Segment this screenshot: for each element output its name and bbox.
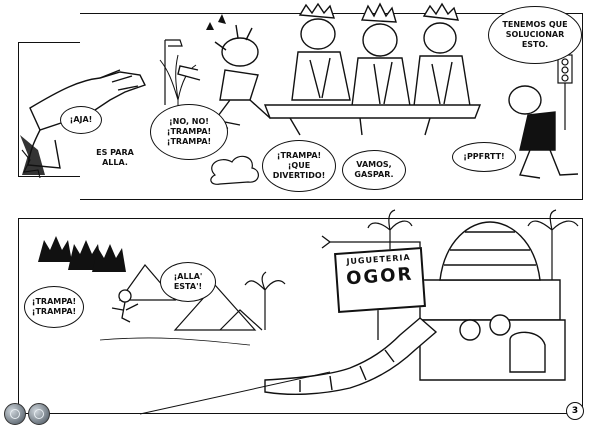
boy-character <box>508 85 579 179</box>
page-number: 3 <box>566 402 584 420</box>
speech-bubble-no-no-trampa: ¡NO, NO! ¡TRAMPA! ¡TRAMPA! <box>150 104 228 160</box>
king-2 <box>351 2 411 107</box>
horizon-line <box>99 337 251 346</box>
toy-shop-sign: JUGUETERIA OGOR <box>334 247 426 313</box>
prev-page-icon[interactable] <box>4 403 26 425</box>
bush-left <box>20 135 45 175</box>
speech-bubble-pffrtt: ¡PPFRTT! <box>452 142 516 172</box>
prev-page-glyph <box>10 409 20 419</box>
speech-text: ¡AJA! <box>69 115 93 124</box>
speech-bubble-alla-esta: ¡ALLA' ESTA'! <box>160 262 216 302</box>
speech-bubble-aja: ¡AJA! <box>60 106 102 134</box>
speech-bubble-tenemos: TENEMOS QUE SOLUCIONAR ESTO. <box>488 6 582 64</box>
background-lamp <box>164 39 183 105</box>
traffic-light <box>557 54 573 130</box>
float-platform <box>263 104 482 136</box>
speech-bubble-vamos-gaspar: VAMOS, GASPAR. <box>342 150 406 190</box>
king-3 <box>413 2 471 107</box>
speech-bubble-trampa-trampa: ¡TRAMPA! ¡TRAMPA! <box>24 286 84 328</box>
small-running-figure <box>111 289 139 323</box>
next-page-icon[interactable] <box>28 403 50 425</box>
motion-marks <box>206 14 226 30</box>
kings-silhouettes <box>38 236 126 272</box>
toy-shop-building <box>419 221 566 381</box>
king-1 <box>291 2 351 101</box>
pipe-slide <box>264 317 438 396</box>
sign-name: OGOR <box>345 263 415 290</box>
speech-text-es-para-alla: ES PARA ALLA. <box>96 148 134 167</box>
next-page-glyph <box>34 409 44 419</box>
dust-cloud <box>210 155 259 185</box>
ground-line <box>139 371 331 415</box>
speech-bubble-que-divertido: ¡TRAMPA! ¡QUE DIVERTIDO! <box>262 140 336 192</box>
